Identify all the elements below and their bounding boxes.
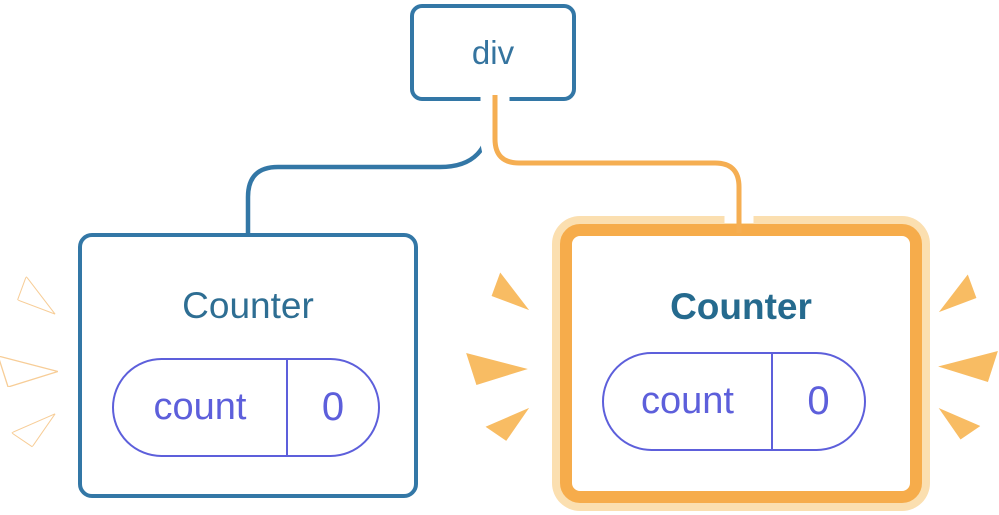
counter-node-right-highlighted: Counter count 0	[560, 224, 922, 503]
sparkle-icon	[0, 356, 58, 387]
root-node-div: div	[410, 4, 576, 101]
state-value: 0	[321, 385, 345, 429]
state-key-label: count	[604, 354, 773, 449]
sparkle-icon	[931, 274, 982, 321]
counter-title: Counter	[182, 285, 314, 326]
counter-node-left: Counter count 0	[78, 233, 418, 498]
state-key-label: count	[114, 360, 288, 455]
sparkle-icon	[932, 399, 981, 444]
sparkle-icon	[11, 404, 62, 451]
sparkle-icon	[11, 276, 62, 323]
root-node-label: div	[471, 33, 515, 71]
state-pill-right: count 0	[602, 352, 866, 451]
sparkle-icon	[485, 398, 536, 445]
sparkle-icon	[485, 272, 536, 319]
sparkle-icon	[938, 351, 998, 382]
state-value: 0	[807, 379, 830, 423]
sparkle-icon	[466, 353, 528, 385]
counter-title: Counter	[670, 286, 812, 327]
state-pill-left: count 0	[112, 358, 380, 457]
